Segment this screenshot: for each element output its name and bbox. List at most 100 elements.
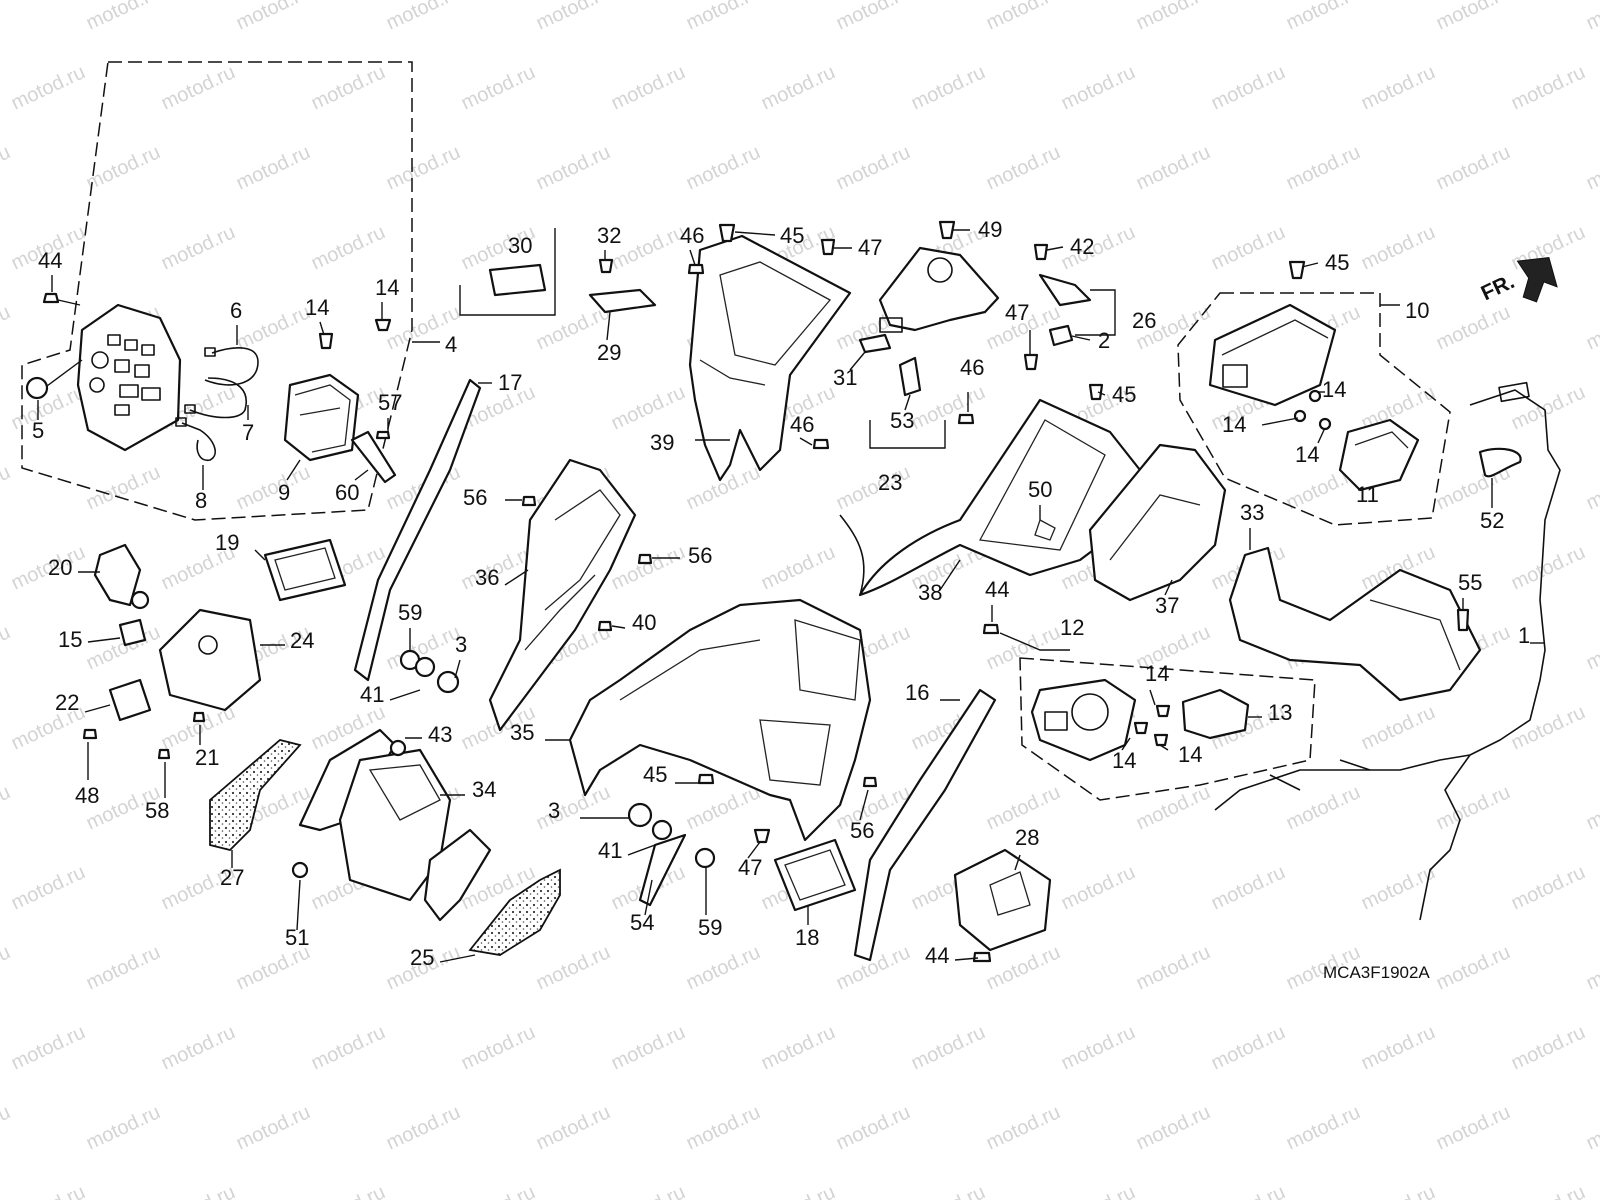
part-callout-4: 4 [445,332,457,357]
left-fasteners [82,543,460,760]
leader-line [734,231,776,236]
watermark-text: motod.ru [1358,1181,1439,1200]
leader-line [954,957,979,961]
leader-line [611,625,626,629]
cable-clip-52 [1478,447,1522,478]
part-callout-42: 42 [1070,234,1094,259]
watermark-text: motod.ru [458,1181,539,1200]
bracket [350,430,397,484]
watermark-text: motod.ru [233,301,314,354]
part-callout-48: 48 [75,783,99,808]
watermark-text: motod.ru [0,941,14,994]
watermark-text: motod.ru [0,141,14,194]
upper-inner-panel-39 [688,234,852,482]
upper-center-cover-23 [858,246,1000,449]
pocket-panel [1030,678,1137,762]
watermark-text: motod.ru [233,141,314,194]
part-callout-41: 41 [360,682,384,707]
mat-25 [468,868,561,956]
watermark-text: motod.ru [1058,1181,1139,1200]
pad-24 [158,608,262,712]
part-callout-15: 15 [58,627,82,652]
watermark-text: motod.ru [683,941,764,994]
watermark-text: motod.ru [1133,941,1214,994]
watermark-text: motod.ru [1583,141,1600,194]
side-cover-33 [1228,546,1482,702]
leader-line [319,321,325,336]
leader-line [849,351,866,371]
watermark-text: motod.ru [233,461,314,514]
leader-line [1301,262,1319,268]
watermark-text: motod.ru [533,781,614,834]
storage-lid [1338,418,1420,492]
part-callout-39: 39 [650,430,674,455]
leader-line [389,689,421,701]
part-callout-21: 21 [195,745,219,770]
knob [25,376,49,400]
watermark-text: motod.ru [383,1101,464,1154]
watermark-text: motod.ru [458,61,539,114]
top-hardware [459,220,1470,635]
part-callout-17: 17 [498,370,522,395]
leader-line [439,954,476,963]
part-callout-14: 14 [1295,442,1319,467]
part-callout-47: 47 [1005,300,1029,325]
part-callout-49: 49 [978,217,1002,242]
watermark-text: motod.ru [0,621,14,674]
watermark-text: motod.ru [0,0,14,35]
part-callout-28: 28 [1015,825,1039,850]
leader-line [454,659,461,679]
leader-line [87,637,121,643]
part-callout-27: 27 [220,865,244,890]
watermark-text: motod.ru [1133,0,1214,35]
watermark-text: motod.ru [533,141,614,194]
cable-assembly-1 [1214,381,1561,921]
watermark-text: motod.ru [1058,861,1139,914]
watermark-text: motod.ru [83,141,164,194]
watermark-text: motod.ru [1433,941,1514,994]
watermark-text: motod.ru [683,141,764,194]
part-callout-47: 47 [858,235,882,260]
part-callout-59: 59 [398,600,422,625]
leader-line [286,459,301,481]
watermark-text: motod.ru [833,141,914,194]
watermark-text: motod.ru [0,301,14,354]
clip-29 [588,288,657,314]
watermark-text: motod.ru [608,1021,689,1074]
watermark-text: motod.ru [1583,621,1600,674]
lower-hardware [627,773,992,963]
part-callout-19: 19 [215,530,239,555]
part-callout-38: 38 [918,580,942,605]
watermark-text: motod.ru [1283,141,1364,194]
watermark-text: motod.ru [533,0,614,35]
watermark-text: motod.ru [0,781,14,834]
watermark-text: motod.ru [1208,1021,1289,1074]
side-cover-37 [1088,443,1227,602]
part-callout-2: 2 [1098,328,1110,353]
watermark-text: motod.ru [158,1181,239,1200]
screw [42,292,60,304]
watermark-text: motod.ru [1433,301,1514,354]
watermark-text: motod.ru [908,61,989,114]
part-callout-8: 8 [195,488,207,513]
trim-strip-16 [853,688,997,962]
watermark-text: motod.ru [83,461,164,514]
watermark-text: motod.ru [8,1021,89,1074]
watermark-text: motod.ru [0,1101,14,1154]
watermark-text: motod.ru [1583,1101,1600,1154]
direction-label: FR. [1478,270,1518,305]
part-callout-11: 11 [1356,482,1379,507]
leader-line [1261,417,1299,426]
watermark-text: motod.ru [8,1181,89,1200]
part-callout-32: 32 [597,223,621,248]
watermark-text: motod.ru [308,1021,389,1074]
watermark-text: motod.ru [983,141,1064,194]
leader-line [904,394,911,411]
part-callout-46: 46 [790,412,814,437]
wire-harness [204,347,259,386]
watermark-text: motod.ru [1508,1021,1589,1074]
part-callout-10: 10 [1405,298,1429,323]
watermark-text: motod.ru [1508,541,1589,594]
part-callout-45: 45 [780,223,804,248]
